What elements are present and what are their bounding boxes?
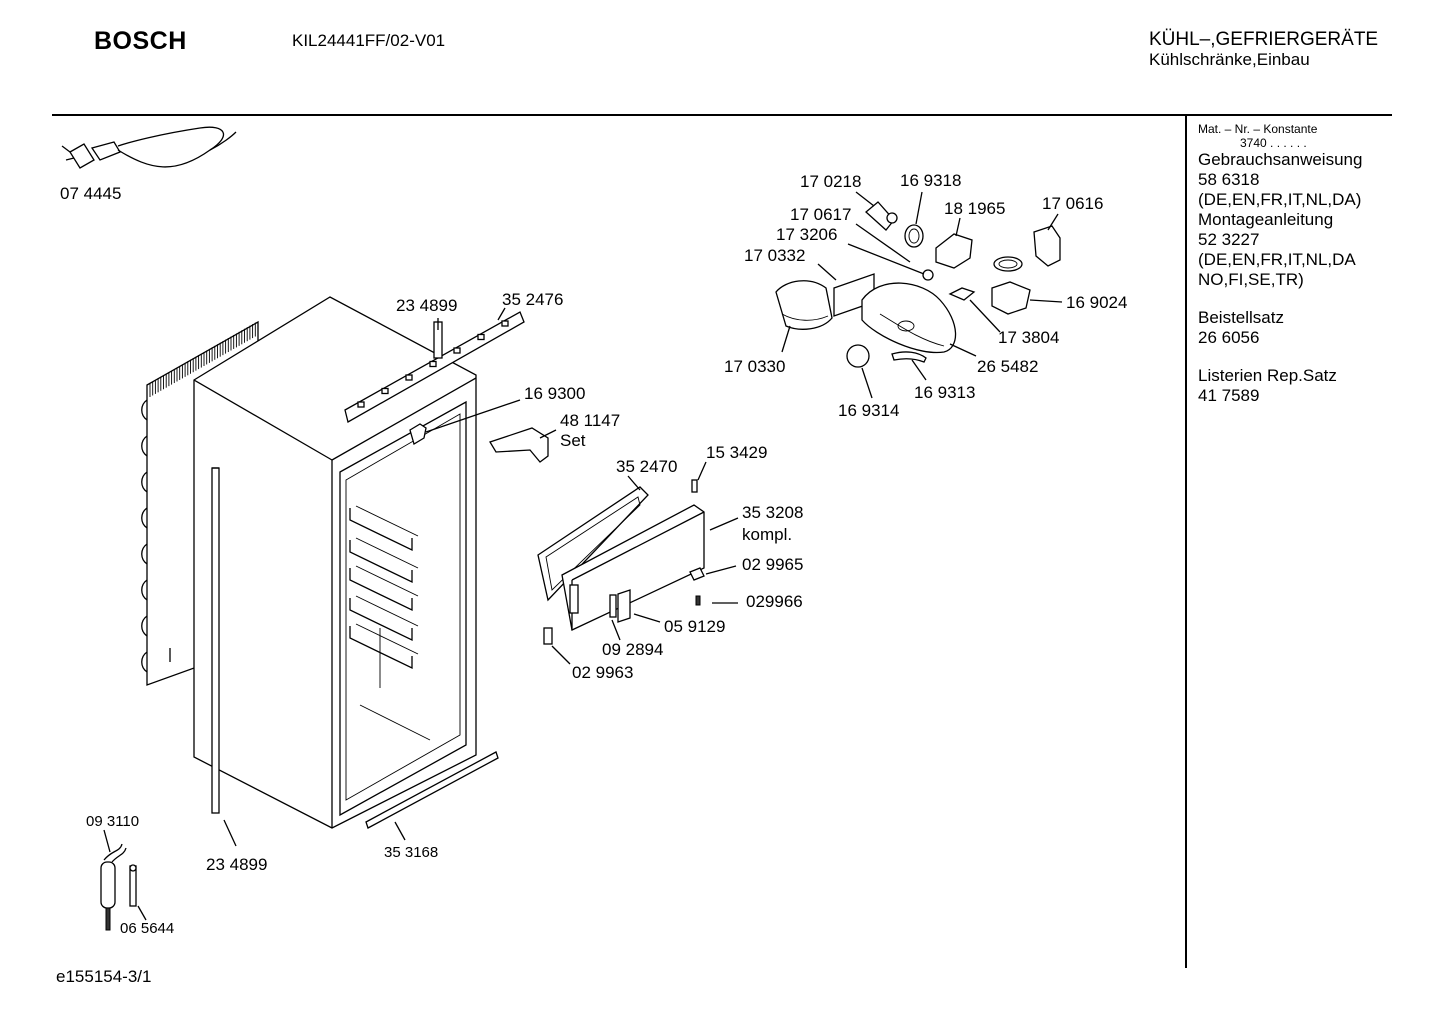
shelf-rail xyxy=(349,508,413,552)
part-label-170332: 17 0332 xyxy=(744,246,805,265)
rail-tooth xyxy=(429,360,437,368)
brand-logo: BOSCH xyxy=(94,27,187,55)
part-label-481147-set: Set xyxy=(560,431,586,450)
mat-value: 3740 . . . . . . xyxy=(1240,136,1307,150)
shelf-edge xyxy=(355,595,419,627)
part-label-265482: 26 5482 xyxy=(977,357,1038,376)
screw-small-illustration xyxy=(695,595,701,606)
condenser-loop xyxy=(141,399,148,421)
cabinet-illustration xyxy=(193,296,477,829)
rail-tooth xyxy=(501,320,509,327)
sidebar-entry: 52 3227 xyxy=(1198,230,1260,249)
part-label-173804: 17 3804 xyxy=(998,328,1059,347)
condenser-loop xyxy=(141,543,148,565)
shelf-rail xyxy=(349,568,413,612)
clip-illustration xyxy=(543,627,553,645)
condenser-loop xyxy=(141,507,148,529)
part-label-074445: 07 4445 xyxy=(60,184,121,203)
sensor-illustration xyxy=(100,843,137,931)
bottom-strip-illustration xyxy=(365,751,499,829)
part-label-352476: 35 2476 xyxy=(502,290,563,309)
rail-tooth xyxy=(381,387,389,395)
rail-tooth xyxy=(477,333,485,341)
exploded-parts-diagram: 07 4445 23 4899 35 2476 16 9300 48 1147 … xyxy=(60,126,1127,937)
part-label-352470: 35 2470 xyxy=(616,457,677,476)
hinge-set-illustration xyxy=(489,427,549,463)
sidebar-spacer xyxy=(1198,290,1362,308)
part-label-092894: 09 2894 xyxy=(602,640,663,659)
sidebar-entry: Listerien Rep.Satz xyxy=(1198,366,1337,385)
thermostat-light-assembly-illustration xyxy=(775,201,1061,368)
condenser-loop xyxy=(141,579,148,601)
sidebar-entry: (DE,EN,FR,IT,NL,DA xyxy=(1198,250,1356,269)
rail-tooth xyxy=(453,347,461,354)
part-label-065644: 06 5644 xyxy=(120,920,174,937)
part-label-093110: 09 3110 xyxy=(86,813,139,830)
sidebar-entry: Montageanleitung xyxy=(1198,210,1334,229)
mat-label: Mat. – Nr. – Konstante xyxy=(1198,122,1318,136)
part-label-169318: 16 9318 xyxy=(900,171,961,190)
shelf-rail xyxy=(349,598,413,642)
condenser-loop xyxy=(141,471,148,493)
sidebar-entry: (DE,EN,FR,IT,NL,DA) xyxy=(1198,190,1362,209)
sidebar-entry: 58 6318 xyxy=(1198,170,1260,189)
sidebar-entry: Gebrauchsanweisung xyxy=(1198,150,1363,169)
part-label-169300: 16 9300 xyxy=(524,384,585,403)
sidebar-spacer xyxy=(1198,348,1362,366)
part-label-170616: 17 0616 xyxy=(1042,194,1103,213)
part-label-353168: 35 3168 xyxy=(384,844,438,861)
shelf-edge xyxy=(355,565,419,597)
header-divider xyxy=(52,114,1392,116)
model-number: KIL24441FF/02-V01 xyxy=(292,31,446,50)
catch-illustration xyxy=(689,567,705,581)
part-label-029963: 02 9963 xyxy=(572,663,633,682)
power-cord-illustration xyxy=(61,126,237,169)
shelf-edge xyxy=(355,623,419,655)
part-label-234899-top: 23 4899 xyxy=(396,296,457,315)
sidebar-entry: 41 7589 xyxy=(1198,386,1260,405)
switch-illustration xyxy=(409,423,427,445)
part-label-353208-kompl: kompl. xyxy=(742,525,792,544)
condenser-loop xyxy=(141,435,148,457)
part-label-170330: 17 0330 xyxy=(724,357,785,376)
top-rail-illustration xyxy=(344,311,525,423)
part-label-169024: 16 9024 xyxy=(1066,293,1127,312)
sidebar-entry: NO,FI,SE,TR) xyxy=(1198,270,1304,289)
sidebar-entry: Beistellsatz xyxy=(1198,308,1284,327)
shelf-edge xyxy=(355,505,419,537)
shelf-rail xyxy=(349,540,413,584)
rail-tooth xyxy=(405,374,413,381)
part-label-169313: 16 9313 xyxy=(914,383,975,402)
part-label-029966: 029966 xyxy=(746,592,803,611)
part-label-181965: 18 1965 xyxy=(944,199,1005,218)
screw-illustration xyxy=(691,479,698,493)
shelf-rail xyxy=(349,626,413,670)
condenser-loop xyxy=(141,615,148,637)
sidebar-divider xyxy=(1185,116,1187,968)
part-label-059129: 05 9129 xyxy=(664,617,725,636)
part-label-029965: 02 9965 xyxy=(742,555,803,574)
category-title: KÜHL–,GEFRIERGERÄTE xyxy=(1149,29,1379,50)
part-label-481147: 48 1147 xyxy=(560,411,620,430)
part-label-170218: 17 0218 xyxy=(800,172,861,191)
part-label-170617: 17 0617 xyxy=(790,205,851,224)
drawing-code: e155154-3/1 xyxy=(56,967,152,986)
category-subtitle: Kühlschränke,Einbau xyxy=(1149,50,1310,69)
shelf-edge xyxy=(355,537,419,569)
part-label-173206: 17 3206 xyxy=(776,225,837,244)
part-label-169314: 16 9314 xyxy=(838,401,899,420)
condenser-loop xyxy=(141,651,148,673)
sidebar-entry: 26 6056 xyxy=(1198,328,1260,347)
sidebar-notes: Mat. – Nr. – Konstante 3740 . . . . . . … xyxy=(1198,122,1362,406)
freezer-door-illustration xyxy=(537,486,705,631)
part-label-353208: 35 3208 xyxy=(742,503,803,522)
part-label-234899-bottom: 23 4899 xyxy=(206,855,267,874)
rail-tooth xyxy=(357,401,365,408)
part-label-153429: 15 3429 xyxy=(706,443,767,462)
